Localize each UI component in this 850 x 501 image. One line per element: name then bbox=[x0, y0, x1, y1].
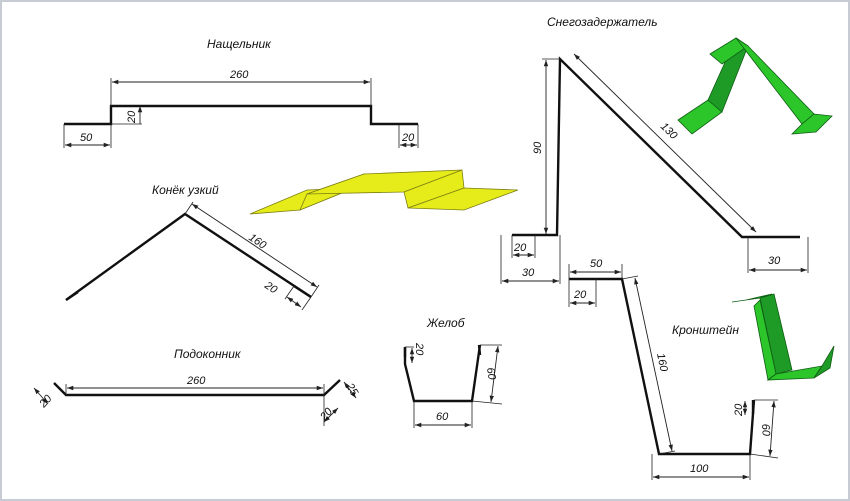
kronshtein-group: Кронштейн 50 20 160 100 20 60 bbox=[568, 258, 779, 480]
label-podokonnik-width: 260 bbox=[186, 375, 206, 387]
dim-konek-flange bbox=[286, 296, 302, 308]
label-nashchelnik-left: 50 bbox=[80, 132, 93, 144]
flashing-3d-icon bbox=[249, 169, 519, 215]
dim-kron-slope bbox=[634, 277, 673, 452]
label-sneg-base-width: 30 bbox=[522, 267, 535, 279]
kronshtein-title: Кронштейн bbox=[672, 323, 739, 337]
snow-guard-3d-icon bbox=[677, 37, 833, 135]
dim-podokonnik-right-a bbox=[343, 381, 357, 399]
podokonnik-title: Подоконник bbox=[174, 347, 242, 361]
label-nashchelnik-right: 20 bbox=[401, 132, 415, 144]
label-kron-flange: 20 bbox=[573, 289, 587, 301]
label-sneg-height: 90 bbox=[532, 141, 544, 154]
podokonnik-group: Подоконник 260 20 25 20 bbox=[33, 347, 361, 426]
label-konek-flange: 20 bbox=[261, 279, 279, 297]
label-kron-lip: 20 bbox=[733, 403, 745, 417]
nashchelnik-profile bbox=[64, 104, 418, 126]
label-nashchelnik-height: 20 bbox=[126, 110, 138, 124]
dim-podokonnik-right-b bbox=[323, 407, 339, 423]
bracket-3d-icon bbox=[731, 293, 835, 381]
snegozaderzhatel-title: Снегозадержатель bbox=[547, 15, 658, 29]
label-podokonnik-left: 20 bbox=[37, 392, 55, 411]
dim-zhelob-height bbox=[489, 345, 500, 403]
label-sneg-base-flange: 20 bbox=[513, 242, 527, 254]
dim-kron-height bbox=[768, 400, 776, 457]
dim-konek-side bbox=[191, 203, 318, 288]
label-kron-height: 60 bbox=[759, 423, 772, 437]
dim-podokonnik-left bbox=[33, 387, 49, 405]
label-zhelob-height: 60 bbox=[484, 367, 498, 382]
konek-title: Конёк узкий bbox=[152, 183, 219, 197]
label-zhelob-left: 20 bbox=[413, 342, 425, 356]
podokonnik-profile bbox=[53, 379, 341, 397]
label-kron-bottom: 100 bbox=[690, 463, 709, 475]
snegozaderzhatel-profile bbox=[512, 56, 800, 239]
dim-sneg-slope bbox=[573, 53, 757, 233]
label-nashchelnik-width: 260 bbox=[229, 69, 249, 81]
label-kron-top: 50 bbox=[590, 258, 603, 270]
zhelob-title: Желоб bbox=[426, 316, 466, 330]
nashchelnik-group: Нащельник 260 20 50 20 bbox=[63, 37, 419, 148]
label-podokonnik-right-b: 20 bbox=[317, 405, 335, 424]
label-konek-side: 160 bbox=[246, 232, 269, 253]
label-sneg-right-flange: 30 bbox=[768, 255, 781, 267]
label-zhelob-bottom: 60 bbox=[436, 411, 449, 423]
snegozaderzhatel-group: Снегозадержатель 90 130 20 30 30 bbox=[500, 15, 809, 284]
label-podokonnik-right-a: 25 bbox=[343, 380, 361, 398]
label-kron-slope: 160 bbox=[654, 352, 670, 373]
zhelob-group: Желоб 20 60 60 bbox=[403, 316, 503, 428]
nashchelnik-title: Нащельник bbox=[207, 37, 272, 51]
